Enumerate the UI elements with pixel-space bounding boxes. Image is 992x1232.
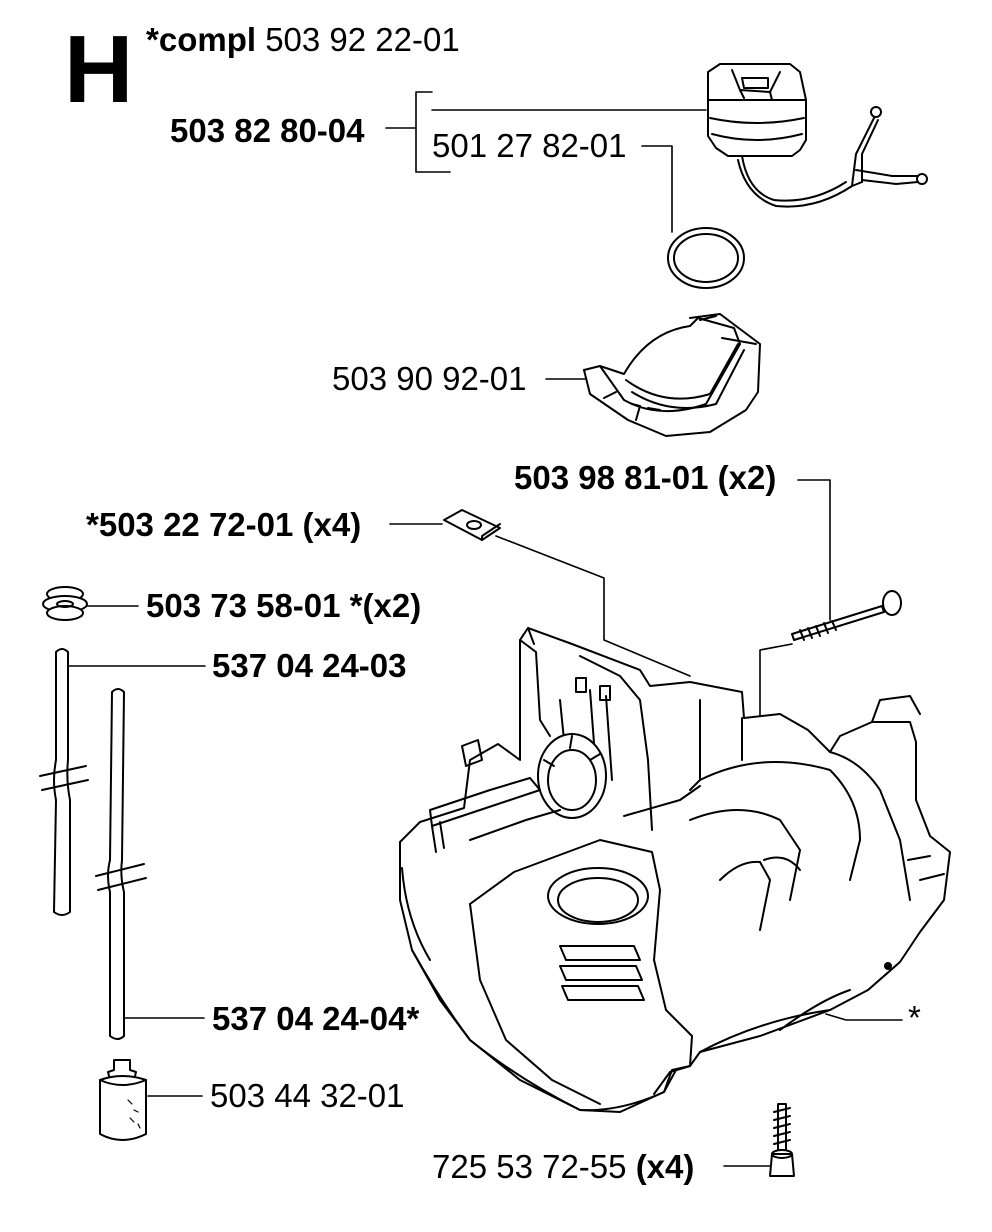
section-letter: H	[64, 16, 134, 123]
fuel-filter-part	[99, 1059, 147, 1141]
label-bottom-screw: 725 53 72-55 (x4)	[432, 1149, 694, 1185]
tank-cap-part	[707, 63, 928, 208]
grommet-part	[42, 586, 88, 621]
label-damper-block: 503 90 92-01	[332, 360, 527, 397]
leader-handle-screw	[797, 479, 831, 621]
fuel-hose-short-part	[39, 648, 89, 916]
compl-label: *compl 503 92 22-01	[146, 22, 460, 58]
bottom-screw-qty: (x4)	[635, 1148, 695, 1185]
leader-tank-cap-bracket	[385, 91, 707, 173]
leader-o-ring	[641, 145, 673, 233]
damper-block-part	[583, 313, 761, 437]
leader-lines	[67, 91, 903, 1167]
leader-clip-to-tank	[495, 535, 691, 677]
fuel-hose-long-part	[95, 688, 147, 1040]
clip-nut-part	[443, 509, 501, 541]
label-fuel-hose-short: 537 04 24-03	[212, 647, 407, 684]
label-clip-nut: *503 22 72-01 (x4)	[86, 506, 362, 543]
label-handle-screw: 503 98 81-01 (x2)	[514, 459, 777, 496]
compl-prefix: *compl	[146, 21, 257, 58]
fuel-tank-housing-part	[399, 627, 951, 1113]
o-ring-part	[667, 227, 745, 289]
leader-screw-to-tank	[759, 643, 793, 721]
handle-screw-part	[791, 590, 902, 641]
label-fuel-hose-long: 537 04 24-04*	[212, 1000, 420, 1037]
bottom-screw-number: 725 53 72-55	[432, 1148, 627, 1185]
label-tank-asterisk: *	[908, 999, 921, 1036]
label-o-ring: 501 27 82-01	[432, 127, 627, 164]
label-tank-cap-assy: 503 82 80-04	[170, 112, 365, 149]
label-fuel-filter: 503 44 32-01	[210, 1077, 405, 1114]
bottom-screw-part	[769, 1103, 795, 1177]
compl-number: 503 92 22-01	[265, 21, 460, 58]
leader-tank-asterisk	[825, 1013, 903, 1021]
label-grommet: 503 73 58-01 *(x2)	[146, 587, 422, 624]
